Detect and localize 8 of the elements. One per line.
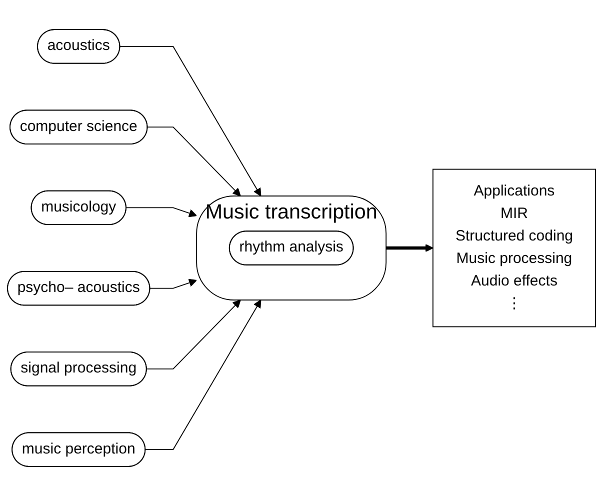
arrow <box>125 207 197 218</box>
arrow <box>146 300 241 370</box>
node-box: Applications MIR Structured coding Music processing Audio effects ⋮ <box>432 168 596 328</box>
arrow <box>119 46 262 196</box>
arrow <box>149 278 197 289</box>
arrow <box>386 244 434 252</box>
arrow <box>144 300 262 450</box>
arrow <box>146 126 241 196</box>
